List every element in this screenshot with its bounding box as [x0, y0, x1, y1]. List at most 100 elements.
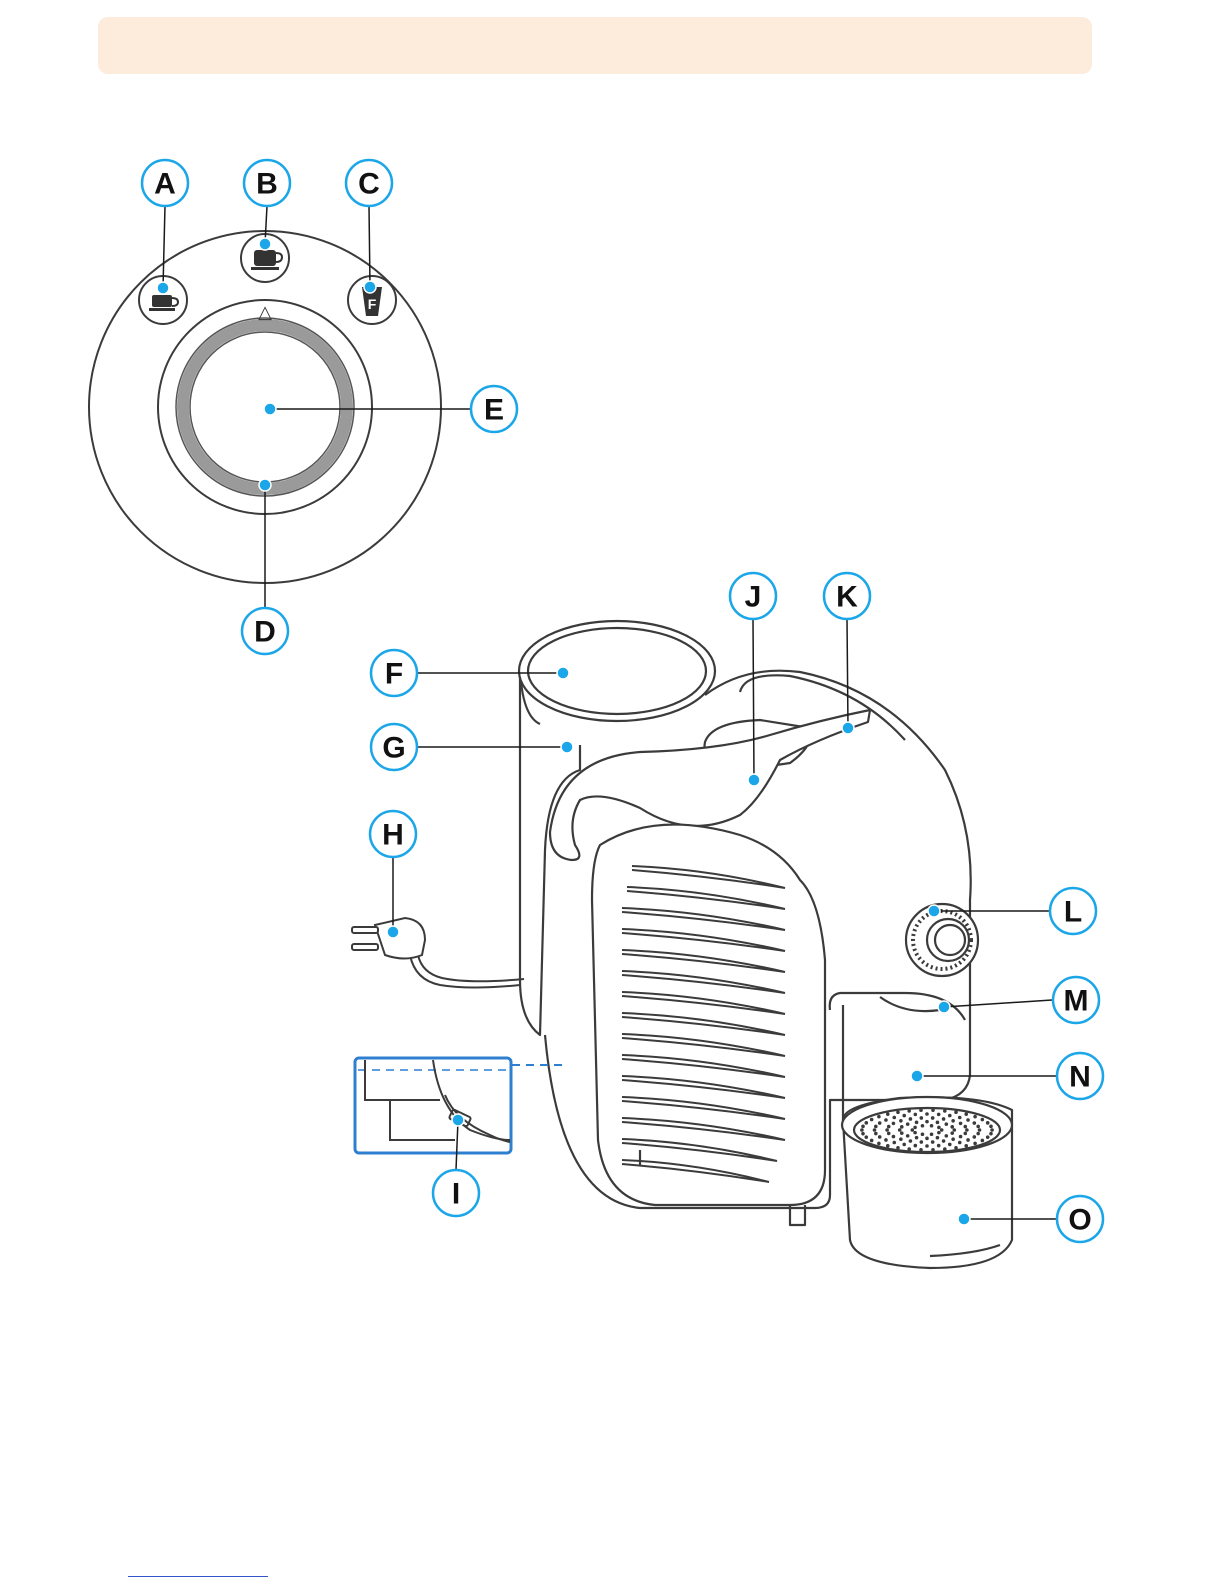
drain-hole [911, 1128, 915, 1132]
drain-hole [954, 1110, 958, 1114]
drain-hole [878, 1135, 882, 1139]
drain-hole [976, 1125, 980, 1129]
drain-hole [877, 1115, 881, 1119]
drain-hole [953, 1128, 957, 1132]
drain-hole [931, 1116, 935, 1120]
callout-line-i [456, 1120, 458, 1170]
drain-hole [920, 1116, 924, 1120]
panel-marker: △ [258, 302, 272, 323]
callout-dot-g [561, 741, 573, 753]
drain-hole [909, 1117, 913, 1121]
drain-hole [899, 1137, 903, 1141]
drain-hole [861, 1125, 865, 1129]
drain-hole [925, 1120, 929, 1124]
drain-hole [951, 1119, 955, 1123]
drain-hole [942, 1117, 946, 1121]
tank-lid [519, 621, 715, 721]
selector-dial[interactable] [906, 904, 978, 976]
callout-c: C [346, 160, 392, 206]
drain-hole [937, 1131, 941, 1135]
drain-hole [907, 1109, 911, 1113]
callout-dot-k [842, 722, 854, 734]
drain-hole [943, 1147, 947, 1151]
drain-hole [930, 1124, 934, 1128]
callout-j: J [730, 573, 776, 619]
drain-hole [958, 1116, 962, 1120]
drain-hole [900, 1131, 904, 1135]
drain-hole [896, 1110, 900, 1114]
drain-hole [896, 1146, 900, 1150]
callout-o: O [1057, 1196, 1103, 1242]
drain-hole [874, 1125, 878, 1129]
drain-hole [884, 1138, 888, 1142]
drain-hole [936, 1121, 940, 1125]
coffee-machine [410, 621, 1012, 1268]
drain-hole [913, 1131, 917, 1135]
callout-d: D [242, 608, 288, 654]
callout-i: I [433, 1170, 479, 1216]
drain-hole [945, 1122, 949, 1126]
drain-hole [950, 1131, 954, 1135]
drain-hole [942, 1139, 946, 1143]
drain-hole [976, 1132, 980, 1136]
drain-hole [892, 1122, 896, 1126]
drain-hole [973, 1115, 977, 1119]
callout-m: M [1053, 977, 1099, 1023]
drain-hole [914, 1144, 918, 1148]
callout-l: L [1050, 888, 1096, 934]
callout-dots [157, 238, 970, 1225]
drain-hole [990, 1128, 994, 1132]
drain-hole [892, 1135, 896, 1139]
callout-e: E [471, 386, 517, 432]
callout-line-j [753, 619, 754, 780]
callout-letter: G [382, 732, 405, 765]
drain-hole [943, 1109, 947, 1113]
drain-hole [906, 1122, 910, 1126]
drain-hole [902, 1143, 906, 1147]
drain-hole [951, 1137, 955, 1141]
callout-letter: I [452, 1178, 460, 1211]
drain-hole [940, 1128, 944, 1132]
drain-hole [925, 1137, 929, 1141]
callout-letter: C [358, 168, 380, 201]
callout-b: B [244, 160, 290, 206]
drain-hole [965, 1128, 969, 1132]
drain-hole [931, 1108, 935, 1112]
drain-hole [948, 1143, 952, 1147]
callout-k: K [824, 573, 870, 619]
drain-hole [931, 1140, 935, 1144]
drain-hole [915, 1121, 919, 1125]
drain-hole [919, 1108, 923, 1112]
callout-a: A [142, 160, 188, 206]
drain-hole [978, 1128, 982, 1132]
callout-letter: D [254, 616, 276, 649]
drain-hole [870, 1139, 874, 1143]
drain-hole [864, 1135, 868, 1139]
drain-hole [966, 1138, 970, 1142]
drain-hole [874, 1132, 878, 1136]
drain-hole [937, 1144, 941, 1148]
callout-dot-a [157, 282, 169, 294]
drain-hole [930, 1132, 934, 1136]
drain-hole [973, 1142, 977, 1146]
drain-hole [900, 1125, 904, 1129]
callout-dot-l [928, 905, 940, 917]
callout-letter: H [382, 819, 404, 852]
drain-hole [887, 1132, 891, 1136]
drain-hole [873, 1128, 877, 1132]
svg-text:F: F [368, 296, 377, 312]
drain-hole [906, 1134, 910, 1138]
drain-hole [966, 1118, 970, 1122]
drain-hole [963, 1125, 967, 1129]
drain-hole [948, 1114, 952, 1118]
drain-hole [887, 1125, 891, 1129]
callout-letter: B [256, 168, 278, 201]
drain-hole [877, 1142, 881, 1146]
drain-hole [860, 1128, 864, 1132]
drain-hole [921, 1124, 925, 1128]
callout-letter: A [154, 168, 176, 201]
drain-hole [886, 1112, 890, 1116]
power-plug [352, 918, 425, 959]
callout-dot-e [264, 403, 276, 415]
callout-line-c [369, 206, 370, 287]
